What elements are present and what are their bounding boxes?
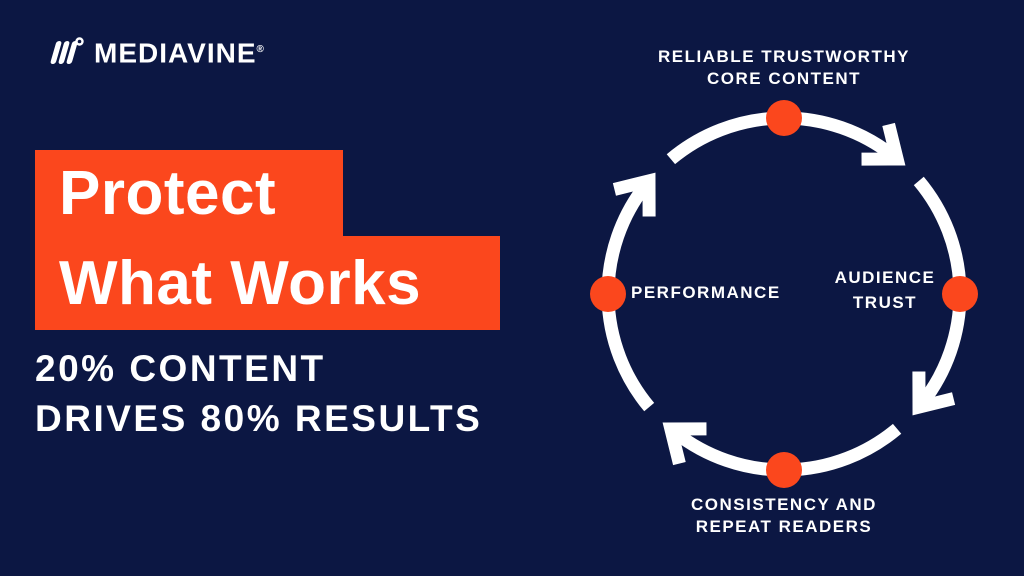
cycle-label-performance: PERFORMANCE (631, 283, 781, 303)
cycle-node-dot-left (590, 276, 626, 312)
cycle-label-right-line-2: TRUST (852, 293, 918, 312)
cycle-node-dot-bottom (766, 452, 802, 488)
cycle-label-top-line-2: CORE CONTENT (707, 69, 861, 88)
mediavine-logo-mark-icon (50, 36, 84, 64)
mediavine-logo: MEDIAVINE® (47, 34, 264, 69)
headline-line-2-highlight: What Works (35, 236, 500, 330)
cycle-label-bottom-line-2: REPEAT READERS (695, 517, 873, 536)
subtitle: 20% CONTENT DRIVES 80% RESULTS (35, 344, 482, 444)
cycle-label-right: AUDIENCE TRUST (815, 265, 955, 315)
subtitle-line-1: 20% CONTENT (35, 348, 326, 389)
headline-line-1-text: Protect (59, 158, 277, 228)
cycle-diagram-graphic (590, 100, 978, 488)
cycle-label-top-line-1: RELIABLE TRUSTWORTHY (658, 47, 910, 66)
cycle-node-dot-top (766, 100, 802, 136)
cycle-label-bottom: CONSISTENCY AND REPEAT READERS (604, 494, 964, 538)
headline-line-2-text: What Works (59, 248, 422, 318)
logo-brand-text: MEDIAVINE (94, 37, 257, 69)
cycle-label-top: RELIABLE TRUSTWORTHY CORE CONTENT (604, 46, 964, 90)
cycle-label-performance-text: PERFORMANCE (631, 283, 781, 302)
cycle-label-right-line-1: AUDIENCE (834, 268, 936, 287)
cycle-node-dot-right (942, 276, 978, 312)
cycle-label-bottom-line-1: CONSISTENCY AND (691, 495, 877, 514)
subtitle-line-2: DRIVES 80% RESULTS (35, 398, 483, 439)
logo-wordmark: MEDIAVINE® (94, 34, 264, 69)
registered-trademark-symbol: ® (256, 44, 264, 55)
headline-line-1-highlight: Protect (35, 150, 343, 236)
